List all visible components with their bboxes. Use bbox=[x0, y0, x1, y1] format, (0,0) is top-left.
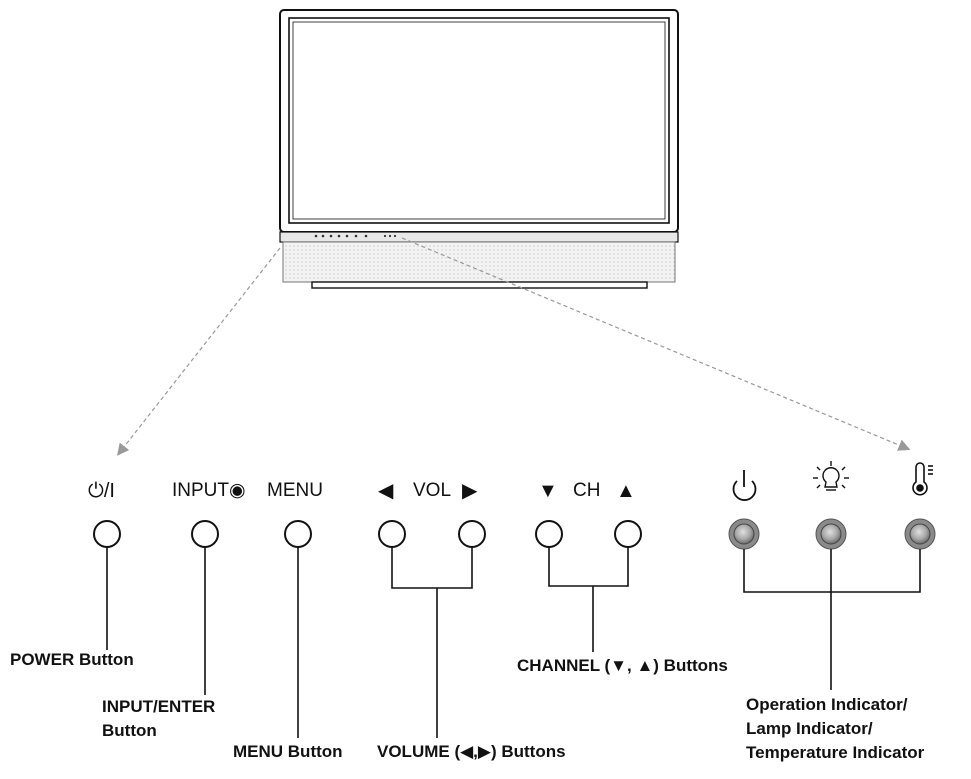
vol-left-arrow-label: ◀ bbox=[378, 480, 394, 502]
ch-label: CH bbox=[573, 480, 601, 501]
input-button-label-line2: Button bbox=[102, 721, 157, 740]
vol-right-arrow-label: ▶ bbox=[462, 480, 478, 502]
power-symbol-label: ⏻/I bbox=[88, 480, 115, 502]
indicator-leds bbox=[728, 518, 936, 550]
dashed-callout-left bbox=[117, 247, 281, 456]
tv-screen-inner bbox=[292, 21, 666, 220]
input-symbol-label: INPUT◉ bbox=[172, 480, 246, 501]
tv-control-dots bbox=[314, 234, 397, 238]
menu-button[interactable] bbox=[284, 520, 312, 548]
menu-button-label: MENU Button bbox=[233, 742, 343, 761]
channel-buttons-label: CHANNEL (▼, ▲) Buttons bbox=[517, 656, 728, 675]
ch-down-arrow-label: ▼ bbox=[538, 480, 558, 502]
vol-label: VOL bbox=[413, 480, 452, 501]
power-button[interactable] bbox=[93, 520, 121, 548]
volume-buttons-label: VOLUME (◀,▶) Buttons bbox=[377, 742, 566, 761]
dashed-callout-right bbox=[401, 237, 911, 451]
tv-stand bbox=[311, 281, 648, 289]
volume-up-button[interactable] bbox=[458, 520, 486, 548]
tv-illustration bbox=[279, 9, 679, 289]
volume-down-button[interactable] bbox=[378, 520, 406, 548]
leader-lines bbox=[106, 547, 921, 738]
power-button-label: POWER Button bbox=[10, 650, 134, 669]
tv-speaker-grille bbox=[282, 241, 676, 283]
input-enter-button[interactable] bbox=[191, 520, 219, 548]
ch-up-arrow-label: ▲ bbox=[616, 480, 636, 502]
lamp-icon bbox=[813, 461, 849, 491]
indicators-label-line2: Lamp Indicator/ bbox=[746, 719, 873, 738]
indicators-label-line1: Operation Indicator/ bbox=[746, 695, 908, 714]
channel-down-button[interactable] bbox=[535, 520, 563, 548]
tv-screen bbox=[288, 17, 670, 224]
input-button-label-line1: INPUT/ENTER bbox=[102, 697, 216, 716]
indicators-label-line3: Temperature Indicator bbox=[746, 743, 925, 762]
menu-symbol-label: MENU bbox=[267, 480, 323, 501]
power-symbol-icon bbox=[732, 470, 757, 501]
thermometer-icon bbox=[912, 462, 933, 496]
channel-up-button[interactable] bbox=[614, 520, 642, 548]
